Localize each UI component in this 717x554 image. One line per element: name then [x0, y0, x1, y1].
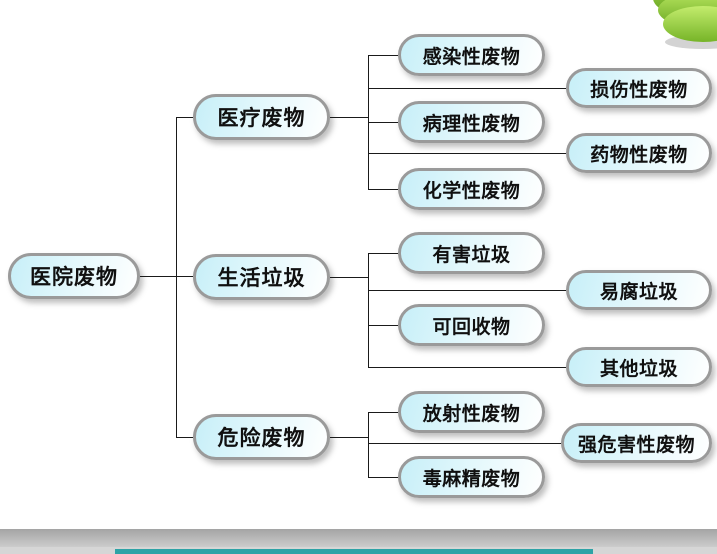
node-label: 感染性废物 — [422, 45, 521, 68]
node-label: 其他垃圾 — [599, 357, 678, 380]
node-chemical-waste: 化学性废物 — [398, 168, 545, 210]
node-pharmaceutical-waste: 药物性废物 — [566, 133, 712, 173]
connector-line — [368, 189, 398, 190]
node-medical-waste: 医疗废物 — [193, 94, 330, 140]
node-label: 化学性废物 — [422, 179, 521, 202]
node-label: 损伤性废物 — [590, 78, 688, 101]
connector-line — [368, 477, 398, 478]
node-label: 病理性废物 — [422, 112, 521, 135]
node-label: 危险废物 — [217, 425, 306, 450]
slide-edge-shadow — [0, 529, 717, 547]
connector-line — [368, 253, 398, 254]
node-label: 易腐垃圾 — [599, 280, 678, 303]
node-radioactive-waste: 放射性废物 — [398, 391, 545, 433]
connector-line — [368, 443, 561, 444]
node-label: 医院废物 — [30, 264, 118, 289]
connector-line — [368, 88, 566, 89]
connector-line — [368, 367, 566, 368]
node-label: 药物性废物 — [590, 143, 688, 166]
node-label: 强危害性废物 — [577, 433, 695, 456]
node-highly-hazardous-waste: 强危害性废物 — [561, 423, 712, 463]
green-apple-decoration-svg — [653, 0, 717, 49]
node-hospital-waste: 医院废物 — [8, 253, 140, 299]
footer-teal-bar — [115, 549, 593, 554]
node-label: 可回收物 — [432, 315, 511, 338]
node-infectious-waste: 感染性废物 — [398, 34, 545, 76]
connector-line — [176, 117, 177, 437]
node-label: 医疗废物 — [217, 105, 306, 130]
connector-line — [368, 325, 398, 326]
node-recyclables: 可回收物 — [398, 304, 545, 346]
connector-line — [368, 253, 369, 368]
connector-line — [368, 153, 566, 154]
connector-line — [330, 277, 368, 278]
node-sharps-waste: 损伤性废物 — [566, 68, 712, 108]
connector-line — [368, 122, 398, 123]
node-label: 放射性废物 — [422, 402, 521, 425]
connector-line — [368, 412, 369, 477]
connector-line — [140, 276, 193, 277]
connector-line — [176, 437, 193, 438]
connector-line — [368, 290, 566, 291]
node-label: 生活垃圾 — [217, 265, 306, 290]
node-harmful-garbage: 有害垃圾 — [398, 232, 545, 274]
connector-line — [330, 437, 368, 438]
connector-line — [176, 117, 193, 118]
node-other-garbage: 其他垃圾 — [566, 347, 712, 387]
connector-line — [368, 412, 398, 413]
connector-line — [330, 117, 368, 118]
node-label: 毒麻精废物 — [422, 467, 521, 490]
connector-line — [368, 55, 398, 56]
green-apple-decoration — [637, 0, 717, 56]
node-pathological-waste: 病理性废物 — [398, 101, 545, 143]
node-label: 有害垃圾 — [432, 243, 511, 266]
node-domestic-garbage: 生活垃圾 — [193, 254, 330, 300]
node-narcotic-psychotropic-waste: 毒麻精废物 — [398, 456, 545, 498]
node-perishable-garbage: 易腐垃圾 — [566, 270, 712, 310]
node-hazardous-waste: 危险废物 — [193, 414, 330, 460]
